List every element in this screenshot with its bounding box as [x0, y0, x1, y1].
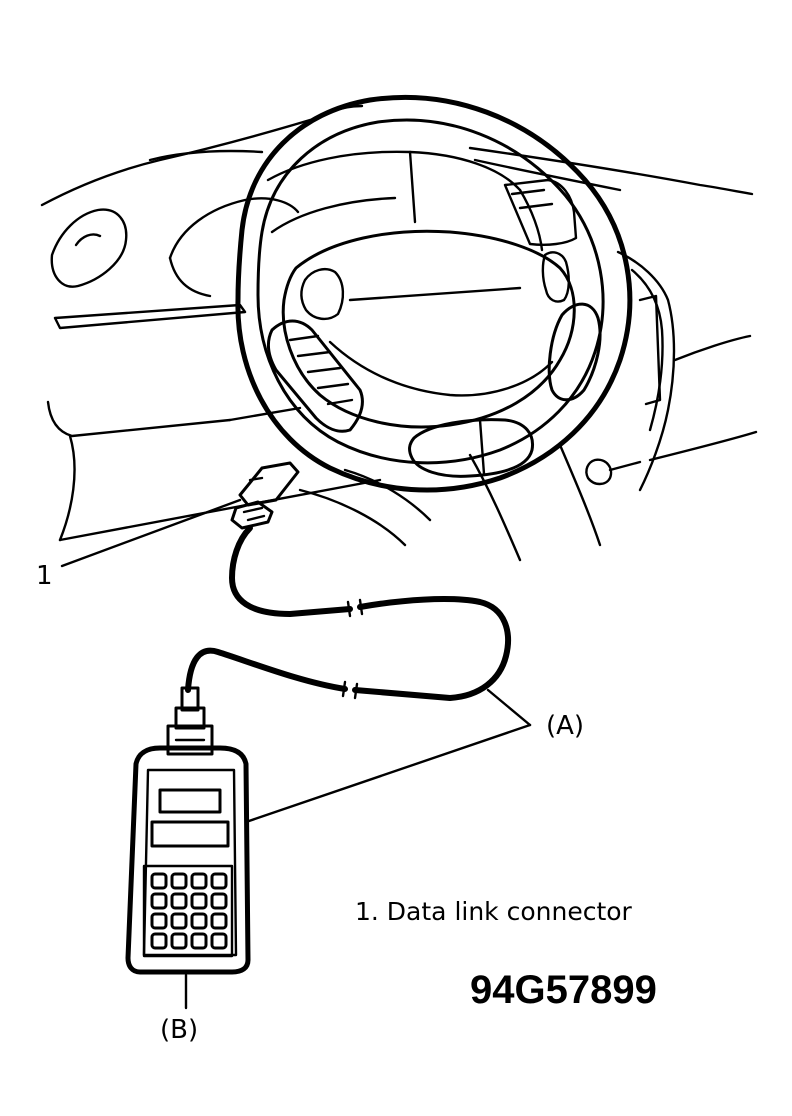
data-link-connector	[230, 461, 300, 530]
callout-a: (A)	[546, 711, 584, 741]
tester-cable	[185, 525, 512, 701]
steering-wheel	[235, 94, 642, 493]
dashboard	[40, 118, 758, 562]
tester-keypad	[150, 872, 228, 950]
handheld-tester	[125, 686, 251, 975]
leader-lines	[60, 498, 532, 1010]
leader-a-cable	[486, 688, 532, 727]
legend-entry-1: 1. Data link connector	[355, 897, 633, 926]
leader-a-tester	[244, 723, 532, 824]
callout-1: 1	[36, 561, 53, 591]
callout-b: (B)	[160, 1015, 198, 1045]
leader-1	[60, 498, 242, 568]
figure-number: 94G57899	[470, 968, 657, 1012]
